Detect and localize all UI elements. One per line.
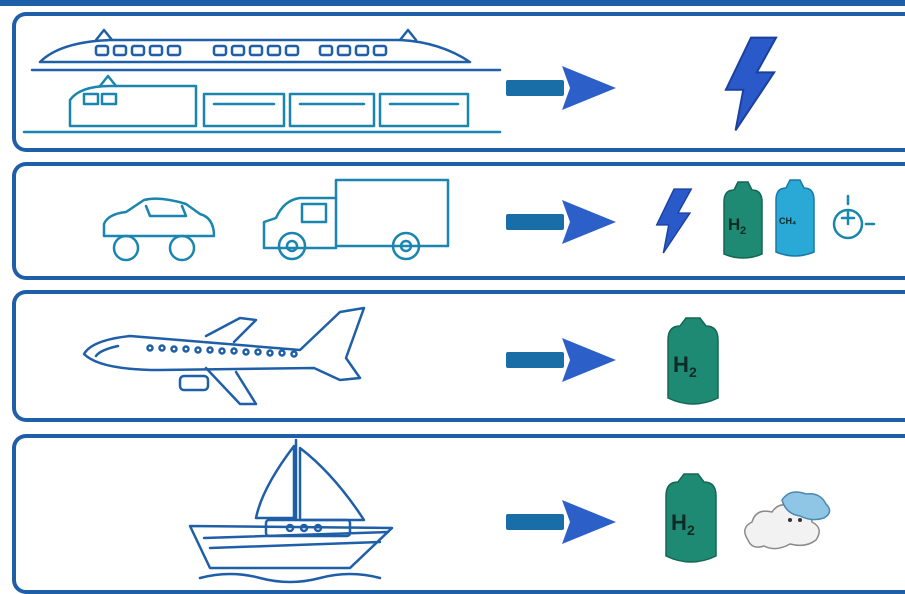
cloud-icon: [745, 492, 830, 549]
arrow-icon: [506, 338, 616, 382]
svg-text:H: H: [728, 215, 740, 234]
h2-tank-icon: H 2: [724, 182, 762, 258]
train-icon: [32, 30, 500, 70]
svg-text:2: 2: [740, 225, 746, 237]
arrow-icon: [506, 500, 616, 544]
h2-tank-icon: H 2: [668, 318, 718, 404]
arrow-icon: [506, 200, 616, 244]
svg-text:2: 2: [689, 364, 697, 380]
electricity-bolt-icon: [726, 38, 776, 131]
svg-text:H: H: [671, 510, 687, 535]
car-icon: [104, 199, 214, 260]
sailboat-icon: [190, 440, 392, 582]
svg-text:CH₄: CH₄: [779, 216, 796, 226]
airplane-icon: [84, 308, 364, 404]
electricity-bolt-icon: [657, 189, 692, 253]
svg-text:H: H: [673, 352, 689, 377]
ch4-tank-icon: CH₄: [776, 180, 814, 256]
truck-icon: [264, 180, 448, 259]
h2-tank-icon: H 2: [666, 474, 716, 562]
svg-text:2: 2: [687, 522, 695, 538]
fuel-gauge-icon: [834, 196, 874, 238]
arrow-icon: [506, 66, 616, 110]
freight-train-icon: [24, 76, 500, 132]
